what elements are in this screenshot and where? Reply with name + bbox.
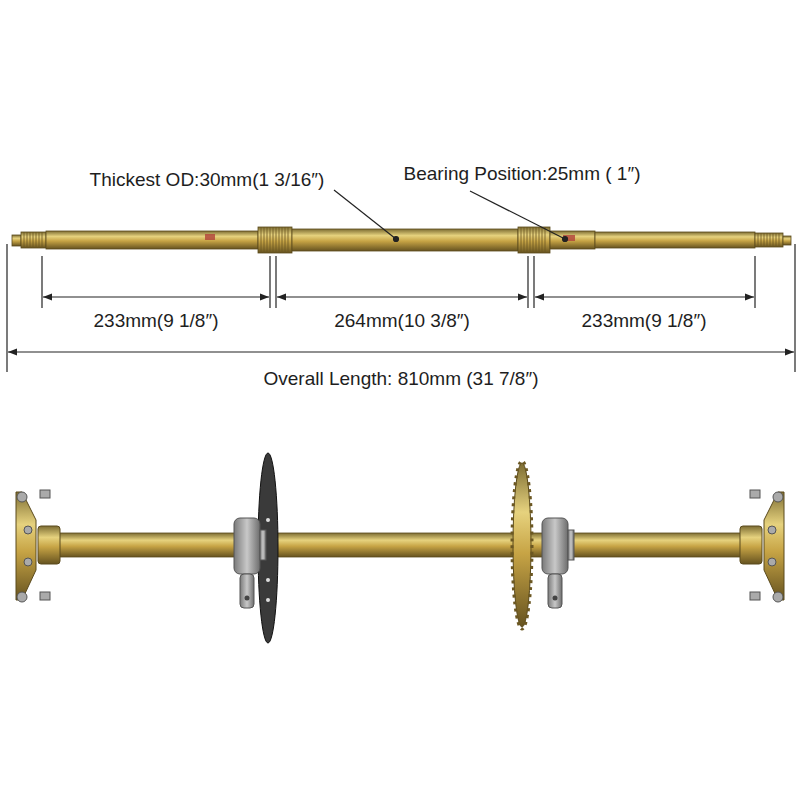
- assembled-axle-part-part: [17, 492, 27, 502]
- paint-mark-part: [205, 234, 215, 240]
- dimension-label: Overall Length: 810mm (31 7/8″): [262, 369, 541, 390]
- assembled-axle-part-part: [548, 574, 562, 608]
- dimension-line-part: [6, 244, 7, 372]
- assembled-axle-part: [750, 490, 783, 602]
- assembled-axle-part: [512, 461, 532, 629]
- assembled-axle-part: [740, 526, 762, 564]
- assembled-axle-part-part: [768, 526, 776, 534]
- assembled-axle-part-part: [542, 518, 568, 574]
- leader-line-part: [470, 191, 565, 239]
- dimension-line-part: [41, 256, 42, 308]
- assembled-axle-part-part: [750, 592, 760, 600]
- assembled-axle-part-part: [240, 574, 254, 608]
- paint-mark-part: [563, 235, 575, 241]
- callout-label: Thickest OD:30mm(1 3/16″): [88, 170, 327, 191]
- assembled-axle-part: [17, 490, 50, 602]
- assembled-axle-part: [40, 533, 760, 557]
- bare-axle-part: [550, 231, 595, 249]
- assembled-axle-part-part: [266, 578, 270, 582]
- assembled-axle-part-part: [40, 490, 50, 498]
- dimension-label: 233mm(9 1/8″): [580, 311, 709, 332]
- dimension-line-part: [535, 296, 754, 297]
- bare-axle-part: [46, 231, 258, 249]
- assembled-axle-part: [260, 530, 266, 560]
- assembled-axle-part-part: [768, 558, 776, 566]
- bare-axle: [12, 227, 791, 253]
- assembled-axle-part: [234, 518, 568, 608]
- bare-axle-part: [518, 227, 550, 253]
- assembled-axle-part-part: [40, 592, 50, 600]
- dimension-line: [7, 244, 795, 372]
- dimension-line-part: [277, 296, 527, 297]
- spline-teeth-part: [261, 227, 288, 253]
- assembled-axle-part: [266, 518, 270, 602]
- paint-mark: [205, 234, 575, 241]
- dimension-label: 233mm(9 1/8″): [92, 311, 221, 332]
- assembled-axle-part-part: [773, 592, 783, 602]
- dimension-line-part: [275, 256, 276, 308]
- assembled-axle-part: [38, 526, 60, 564]
- dimension-line-part: [794, 244, 795, 372]
- assembled-axle: [16, 453, 784, 643]
- leader-line-part: [394, 237, 399, 242]
- assembled-axle-part: [568, 530, 574, 560]
- assembled-axle-part-part: [773, 492, 783, 502]
- assembled-axle-part: [245, 596, 558, 601]
- assembled-axle-part: [16, 492, 36, 600]
- assembled-axle-part-part: [266, 518, 270, 522]
- spline-teeth-part: [24, 232, 42, 248]
- assembled-axle-part-part: [553, 596, 558, 601]
- assembled-axle-part-part: [266, 598, 270, 602]
- dimension-line-part: [269, 256, 270, 308]
- bare-axle-part: [258, 227, 292, 253]
- spline-teeth-part: [758, 233, 779, 247]
- leader-line: [334, 190, 568, 242]
- dimension-line-part: [533, 256, 534, 308]
- assembled-axle-part: [258, 453, 278, 643]
- callout-label: Bearing Position:25mm ( 1″): [402, 164, 643, 185]
- leader-line-part: [563, 237, 568, 242]
- bare-axle-part: [21, 232, 46, 248]
- assembled-axle-part-part: [24, 526, 32, 534]
- assembled-axle-part: [764, 492, 784, 600]
- leader-line-part: [334, 190, 396, 239]
- bare-axle-part: [783, 236, 791, 245]
- assembled-axle-part-part: [24, 558, 32, 566]
- dimension-line-part: [43, 296, 269, 297]
- bare-axle-part: [595, 232, 755, 248]
- dimension-line-part: [754, 256, 755, 308]
- bare-axle-part: [292, 229, 518, 251]
- assembled-axle-part-part: [17, 592, 27, 602]
- bare-axle-part: [12, 235, 21, 246]
- dimension-line-part: [8, 351, 794, 352]
- dimension-line-part: [527, 256, 528, 308]
- bare-axle-part: [755, 233, 783, 247]
- assembled-axle-part-part: [245, 596, 250, 601]
- assembled-axle-part-part: [234, 518, 260, 574]
- dimension-label: 264mm(10 3/8″): [332, 311, 472, 332]
- spline-teeth: [24, 227, 779, 253]
- spline-teeth-part: [521, 227, 545, 253]
- assembled-axle-part-part: [750, 490, 760, 498]
